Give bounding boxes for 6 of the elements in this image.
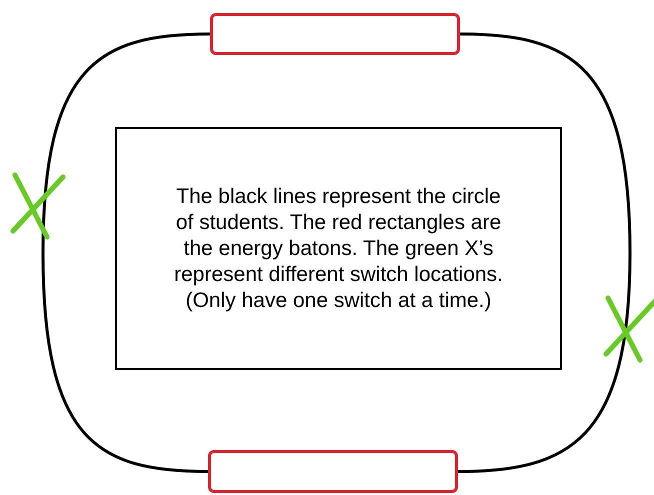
connector-line bbox=[458, 32, 632, 473]
baton-rectangle bbox=[210, 13, 460, 55]
connector-line bbox=[42, 32, 210, 473]
note-text: The black lines represent the circle of students. The red rectangles are the energy batons. The green X’s represent different switch locations. (Only have one switch at a time.) bbox=[173, 184, 504, 314]
note-box bbox=[115, 127, 562, 370]
baton-rectangle bbox=[208, 450, 458, 493]
